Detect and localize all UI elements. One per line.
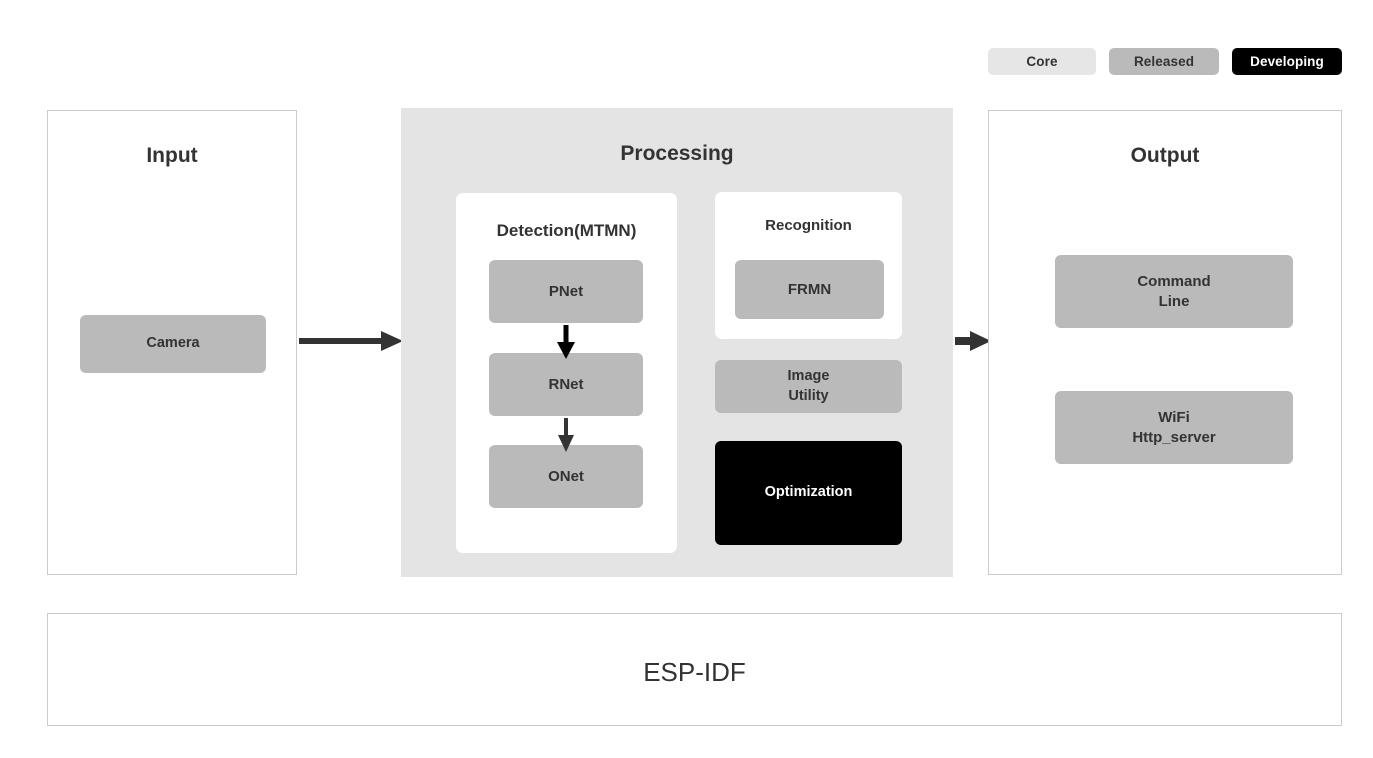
footer-label-esp-idf: ESP-IDF <box>643 657 746 687</box>
panel-title-processing: Processing <box>620 142 734 165</box>
panel-output: Output Command Line WiFi Http_server <box>988 110 1342 575</box>
node-pnet-label: PNet <box>548 282 584 300</box>
node-frmn-label: FRMN <box>787 280 832 298</box>
legend: Core Released Developing <box>988 48 1342 75</box>
arrow-processing-to-output <box>955 330 991 352</box>
node-optimization[interactable]: Optimization <box>715 441 902 545</box>
panel-processing: Processing Detection(MTMN) PNet RNet ONe… <box>401 108 953 577</box>
node-wifi-http-server-line2: Http_server <box>1132 428 1216 446</box>
node-camera-label: Camera <box>146 335 200 352</box>
legend-label-core: Core <box>1026 54 1058 69</box>
legend-badge-core[interactable]: Core <box>988 48 1096 75</box>
panel-footer-esp-idf: ESP-IDF <box>47 613 1342 726</box>
node-pnet[interactable]: PNet <box>489 260 643 323</box>
subpanel-title-detection: Detection(MTMN) <box>496 221 637 240</box>
node-image-utility-line2: Utility <box>788 387 829 404</box>
subpanel-title-recognition: Recognition <box>765 217 852 234</box>
node-wifi-http-server[interactable]: WiFi Http_server <box>1055 391 1293 464</box>
legend-label-developing: Developing <box>1250 54 1324 69</box>
subpanel-detection: Detection(MTMN) PNet RNet ONet <box>456 193 677 553</box>
legend-badge-developing[interactable]: Developing <box>1232 48 1342 75</box>
panel-title-output: Output <box>1130 144 1200 167</box>
node-camera[interactable]: Camera <box>80 315 266 373</box>
node-image-utility-line1: Image <box>787 368 830 385</box>
legend-badge-released[interactable]: Released <box>1109 48 1219 75</box>
node-rnet[interactable]: RNet <box>489 353 643 416</box>
node-frmn[interactable]: FRMN <box>735 260 884 319</box>
panel-input: Input Camera <box>47 110 297 575</box>
node-command-line-line1: Command <box>1137 272 1211 290</box>
node-onet[interactable]: ONet <box>489 445 643 508</box>
node-image-utility[interactable]: Image Utility <box>715 360 902 413</box>
node-optimization-label: Optimization <box>764 484 853 501</box>
node-command-line[interactable]: Command Line <box>1055 255 1293 328</box>
legend-label-released: Released <box>1133 54 1195 69</box>
arrow-pnet-to-rnet <box>552 325 580 359</box>
node-onet-label: ONet <box>548 467 584 485</box>
node-rnet-label: RNet <box>548 375 584 393</box>
arrow-input-to-processing <box>299 330 403 352</box>
node-command-line-line2: Line <box>1158 292 1190 310</box>
subpanel-recognition: Recognition FRMN <box>715 192 902 339</box>
node-wifi-http-server-line1: WiFi <box>1158 408 1190 426</box>
panel-title-input: Input <box>146 144 198 167</box>
arrow-rnet-to-onet <box>552 418 580 452</box>
